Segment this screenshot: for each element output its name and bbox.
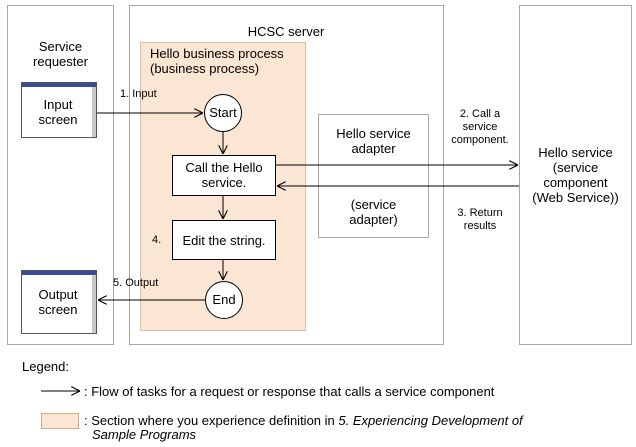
hello-service-adapter <box>318 114 429 238</box>
legend-section-prefix: : Section where you experience definitio… <box>84 413 339 428</box>
hello-service-line2: (service <box>552 160 599 175</box>
adapter-note: (service adapter) <box>318 197 429 227</box>
call-arrow-line2: service <box>462 121 498 133</box>
call-arrow-line1: 2. Call a <box>459 108 501 120</box>
return-arrow-line1: 3. Return <box>457 207 503 219</box>
return-arrow-label: 3. Return results <box>443 207 517 233</box>
output-screen-line1: Output <box>38 287 78 302</box>
input-screen-label: Input screen <box>22 97 94 127</box>
input-screen-line2: screen <box>38 112 78 127</box>
output-screen-titlebar <box>22 271 96 275</box>
hcsc-server-title: HCSC server <box>247 24 325 39</box>
end-label: End <box>212 292 236 307</box>
output-screen-scrollbar <box>92 275 96 333</box>
adapter-note-line2: adapter) <box>349 212 398 227</box>
legend-title: Legend: <box>22 359 69 374</box>
legend-section-swatch <box>41 413 79 429</box>
legend-arrow-desc: : Flow of tasks for a request or respons… <box>84 384 495 399</box>
edit-string-label: Edit the string. <box>182 233 266 248</box>
call-arrow-label: 2. Call a service component. <box>440 108 520 147</box>
output-arrow-label: 5. Output <box>113 277 159 289</box>
output-screen-label: Output screen <box>22 287 94 317</box>
edit-step-number: 4. <box>152 234 162 246</box>
output-screen: Output screen <box>21 270 97 334</box>
adapter-title: Hello service adapter <box>318 126 429 156</box>
hello-service-line3: component <box>543 175 608 190</box>
business-process-line1: Hello business process <box>150 46 284 61</box>
adapter-note-line1: (service <box>350 197 397 212</box>
start-node <box>204 94 242 132</box>
edit-string-step <box>172 220 276 260</box>
business-process-line2: (business process) <box>150 61 260 76</box>
adapter-title-line2: adapter <box>351 141 396 156</box>
hello-service-panel <box>519 5 632 345</box>
legend-section-ref-line2: Sample Programs <box>92 427 197 442</box>
call-hello-step <box>172 155 276 196</box>
call-arrow-line3: component. <box>451 134 509 146</box>
hello-service-label: Hello service (service component (Web Se… <box>519 145 632 205</box>
input-screen-line1: Input <box>43 97 73 112</box>
input-screen: Input screen <box>21 82 97 138</box>
return-arrow-line2: results <box>463 220 497 232</box>
hello-service-line4: (Web Service)) <box>532 190 619 205</box>
end-node <box>205 281 243 319</box>
start-label: Start <box>209 105 237 120</box>
adapter-title-line1: Hello service <box>336 126 411 141</box>
service-requester-title: Service requester <box>7 39 114 69</box>
call-hello-line1: Call the Hello <box>185 160 263 175</box>
business-process-title: Hello business process (business process… <box>150 46 284 76</box>
requester-title-line1: Service <box>38 39 83 54</box>
input-arrow-label: 1. Input <box>120 88 157 100</box>
hello-service-line1: Hello service <box>538 145 613 160</box>
legend-section-desc: : Section where you experience definitio… <box>84 414 523 442</box>
input-screen-titlebar <box>22 83 96 87</box>
requester-title-line2: requester <box>33 54 88 69</box>
legend-section-ref-line1: 5. Experiencing Development of <box>338 413 523 428</box>
input-screen-scrollbar <box>92 87 96 137</box>
output-screen-line2: screen <box>38 302 78 317</box>
call-hello-line2: service. <box>201 175 247 190</box>
call-hello-label: Call the Hello service. <box>172 160 276 190</box>
